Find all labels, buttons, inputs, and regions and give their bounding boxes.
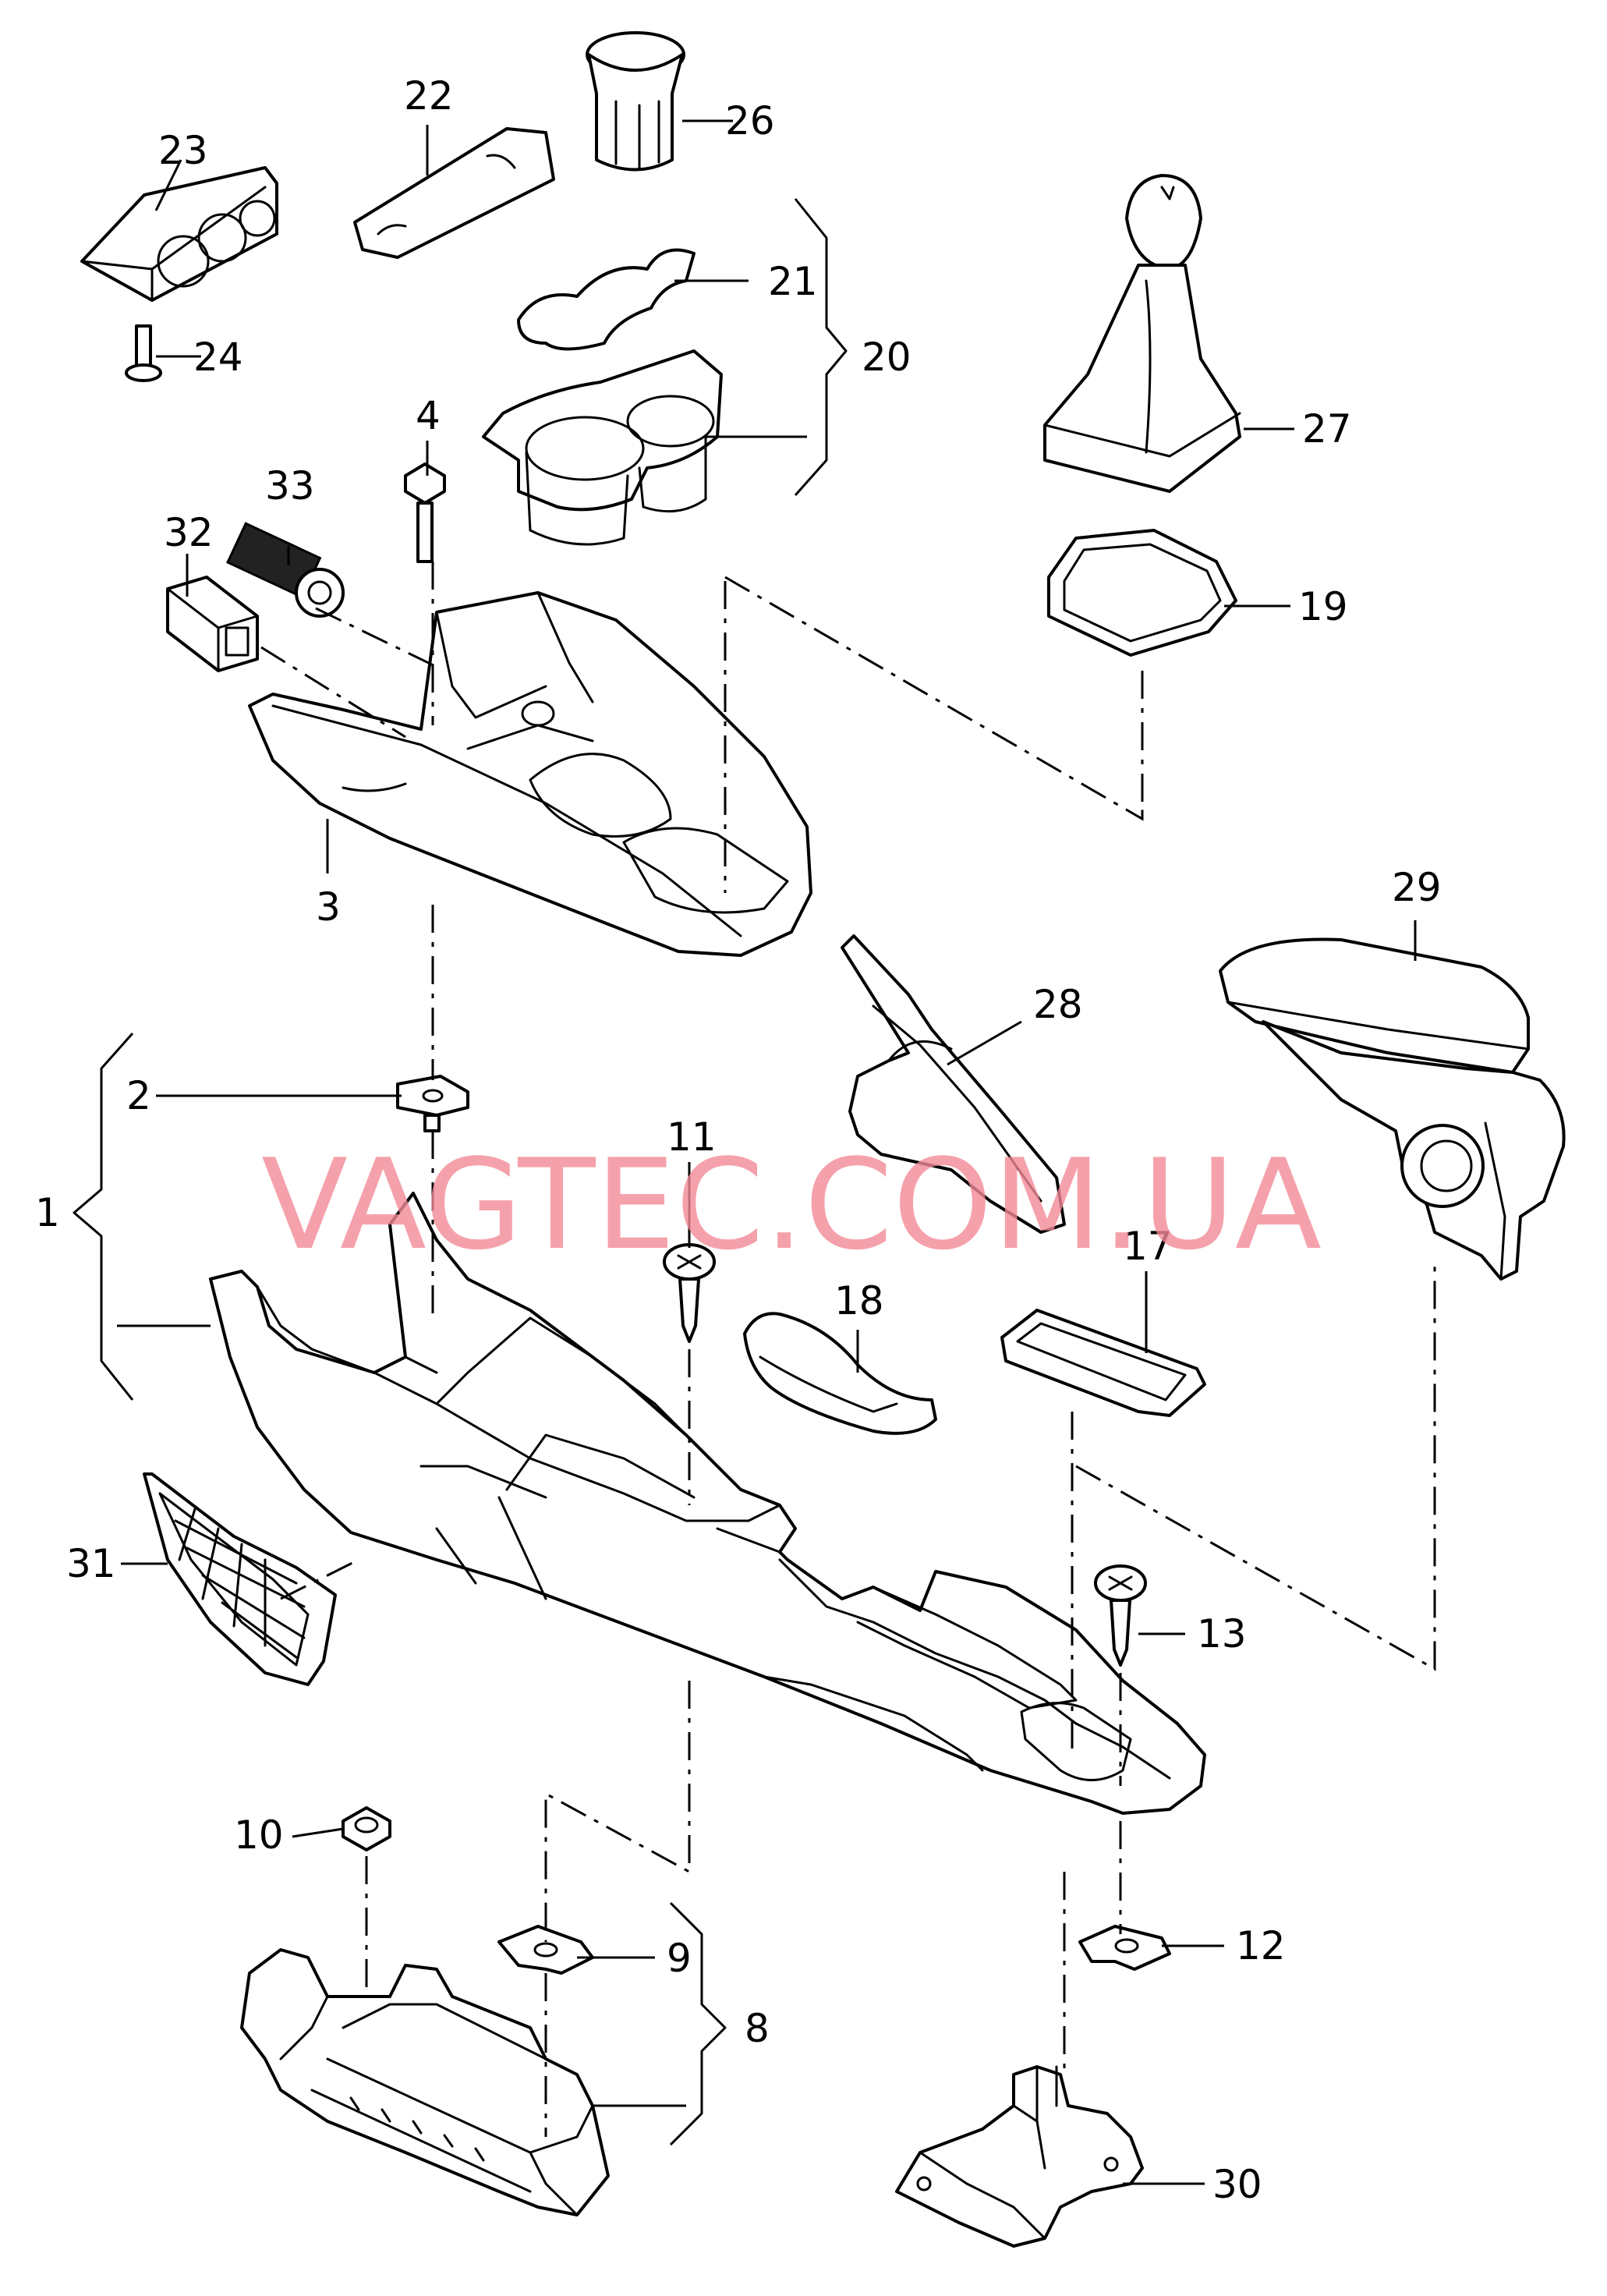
label-11: 11 <box>667 1114 717 1160</box>
part-28-cover <box>841 934 1066 1234</box>
label-31: 31 <box>66 1541 116 1586</box>
part-29-armrest <box>1219 937 1566 1281</box>
brace-part-8 <box>669 1901 727 2146</box>
part-3-upper-console-trim <box>248 591 812 957</box>
label-19: 19 <box>1298 584 1348 629</box>
label-3: 3 <box>316 884 341 930</box>
part-27-gear-knob-boot <box>1043 174 1241 493</box>
label-21: 21 <box>768 259 818 304</box>
alignment-lines <box>260 562 1436 2137</box>
part-32-switch <box>166 576 259 672</box>
part-21-mat <box>517 248 696 351</box>
label-2: 2 <box>126 1073 151 1118</box>
label-12: 12 <box>1236 1923 1286 1968</box>
label-32: 32 <box>164 510 214 555</box>
part-13-screw <box>1094 1564 1147 1667</box>
label-1: 1 <box>35 1190 60 1235</box>
label-28: 28 <box>1033 982 1083 1027</box>
part-23-switch-panel <box>80 166 278 302</box>
label-13: 13 <box>1197 1611 1247 1656</box>
part-4-bolt <box>404 462 446 563</box>
label-26: 26 <box>725 98 775 144</box>
part-31-grille <box>143 1472 337 1686</box>
part-1-centre-console <box>209 1192 1206 1815</box>
part-numbers: 23 24 22 26 21 20 27 19 4 33 32 3 29 28 … <box>35 73 1442 2207</box>
leader-lines <box>117 119 1417 2185</box>
part-9-clip <box>497 1925 594 1975</box>
label-10: 10 <box>234 1812 284 1858</box>
brace-part-20 <box>794 198 848 496</box>
braces <box>73 198 848 2146</box>
part-26-cap <box>586 31 685 172</box>
part-30-bracket <box>895 2065 1144 2248</box>
label-18: 18 <box>834 1278 884 1323</box>
part-19-frame <box>1047 529 1237 657</box>
label-22: 22 <box>404 73 454 119</box>
label-23: 23 <box>158 128 208 173</box>
label-20: 20 <box>862 335 911 380</box>
part-17-mat <box>1000 1309 1206 1417</box>
label-4: 4 <box>416 393 441 438</box>
label-17: 17 <box>1123 1224 1173 1269</box>
part-20-cup-holder <box>482 349 723 546</box>
brace-part-1 <box>73 1033 134 1401</box>
part-33-socket <box>226 522 345 618</box>
part-12-clip <box>1078 1925 1171 1971</box>
part-18-trim-strip <box>743 1312 937 1435</box>
label-33: 33 <box>265 463 315 508</box>
part-24-screw <box>125 324 162 382</box>
label-29: 29 <box>1392 865 1442 910</box>
label-9: 9 <box>667 1936 692 1981</box>
watermark: VAGTEC.COM.UA <box>261 1132 1322 1277</box>
part-22-insert-mat <box>353 127 555 259</box>
label-8: 8 <box>745 2006 770 2051</box>
part-10-nut <box>342 1806 391 1851</box>
label-24: 24 <box>193 335 243 380</box>
label-30: 30 <box>1212 2162 1262 2207</box>
label-27: 27 <box>1302 406 1352 452</box>
part-8-bracket <box>240 1948 610 2216</box>
part-2-clip <box>396 1075 469 1132</box>
